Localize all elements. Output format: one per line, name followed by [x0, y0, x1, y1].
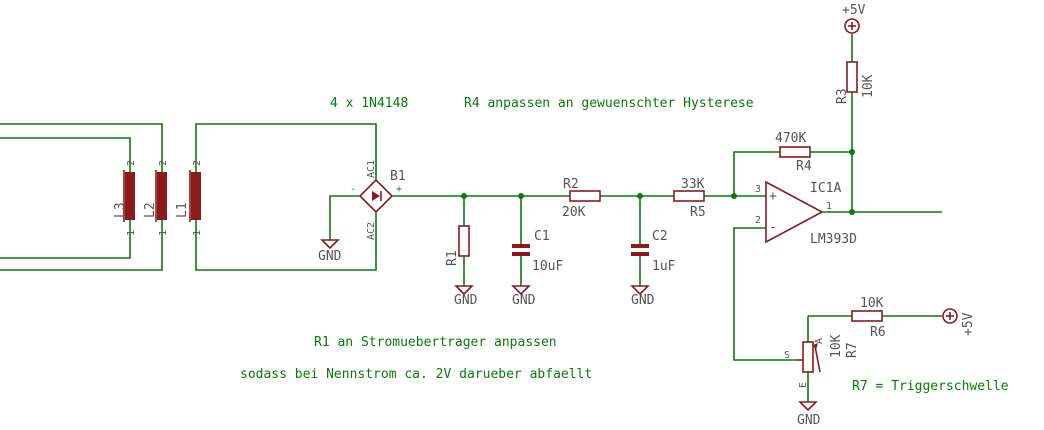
note-r1-line1: R1 an Stromuebertrager anpassen [314, 335, 557, 350]
minus-input-wire [733, 227, 796, 361]
inductor-l3: 2 1 L3 [113, 150, 137, 252]
gnd-symbol-r1: GND [454, 285, 478, 308]
inductor-l2: 2 1 L2 [143, 150, 169, 252]
r7-pin-s: S [784, 350, 790, 361]
r3-label: R3 [835, 88, 850, 104]
b1-ac1: AC1 [366, 160, 377, 178]
note-r4: R4 anpassen an gewuenschter Hysterese [464, 96, 754, 111]
l2-label: L2 [143, 202, 158, 218]
bridge-minus-wire [329, 195, 360, 240]
gnd-symbol-bridge: GND [318, 239, 342, 264]
r7-pin-a: A [814, 338, 825, 344]
l1-pin1: 1 [192, 230, 203, 236]
r6-value: 10K [860, 296, 884, 311]
vcc-label-top: +5V [842, 3, 866, 18]
comparator-ic1a: + - 3 2 1 IC1A LM393D [755, 180, 942, 247]
resistor-r6: 10K R6 [808, 296, 942, 340]
ic1a-label: IC1A [810, 181, 841, 196]
b1-ac2: AC2 [366, 222, 377, 240]
vcc-label-right: +5V [961, 312, 976, 336]
ic1a-pin3: 3 [755, 184, 761, 195]
note-diodes: 4 x 1N4148 [330, 96, 408, 111]
r5-label: R5 [690, 205, 706, 220]
gnd-label-bridge: GND [318, 249, 342, 264]
b1-minus: - [350, 184, 356, 195]
r4-label: R4 [796, 159, 812, 174]
r6-label: R6 [870, 325, 886, 340]
r7-pin-e: E [798, 382, 809, 388]
r4-value: 470K [775, 131, 806, 146]
l1-label: L1 [175, 202, 190, 218]
l1-pin2: 2 [192, 160, 203, 166]
c2-label: C2 [652, 229, 668, 244]
ic1a-pin1: 1 [826, 201, 832, 212]
note-r1-line2: sodass bei Nennstrom ca. 2V darueber abf… [240, 367, 592, 382]
capacitor-c2: C2 1uF [631, 196, 676, 286]
resistor-r2: R2 20K [562, 177, 601, 220]
ic1a-plus-sign: + [769, 189, 777, 204]
r1-label: R1 [445, 250, 460, 266]
r2-value: 20K [562, 205, 586, 220]
l3-label: L3 [113, 202, 128, 218]
r2-label: R2 [563, 177, 579, 192]
resistor-r3: R3 10K [835, 34, 876, 212]
gnd-label-c1: GND [512, 293, 536, 308]
gnd-symbol-c2: GND [630, 285, 655, 308]
b1-label: B1 [390, 169, 406, 184]
gnd-label-r7: GND [797, 413, 821, 428]
gnd-symbol-r7: GND [797, 401, 821, 428]
r3-value: 10K [861, 74, 876, 98]
c2-value: 1uF [652, 259, 676, 274]
ic1a-pin2: 2 [755, 215, 761, 226]
gnd-symbol-c1: GND [511, 285, 536, 308]
b1-plus: + [396, 184, 402, 195]
ic1a-minus-sign: - [769, 220, 777, 235]
r5-value: 33K [681, 177, 705, 192]
resistor-r5: 33K R5 [673, 177, 706, 220]
potentiometer-r7: A S E 10K R7 [784, 316, 860, 402]
gnd-label-c2: GND [631, 293, 655, 308]
vcc-symbol-top: +5V [842, 3, 866, 34]
r7-value: 10K [829, 334, 844, 358]
gnd-label-r1: GND [454, 293, 478, 308]
resistor-r4: 470K R4 [733, 131, 852, 196]
vcc-symbol-right: +5V [942, 308, 976, 336]
l2-pin2: 2 [158, 160, 169, 166]
r7-label: R7 [845, 342, 860, 358]
bridge-rectifier-b1: AC1 AC2 - + B1 [350, 160, 406, 240]
transformer-wiring [0, 123, 377, 271]
resistor-r1: R1 [445, 196, 470, 286]
c1-label: C1 [534, 229, 550, 244]
ic1a-part: LM393D [810, 232, 857, 247]
note-r7: R7 = Triggerschwelle [852, 379, 1009, 394]
l3-pin1: 1 [126, 230, 137, 236]
l2-pin1: 1 [158, 230, 169, 236]
c1-value: 10uF [532, 259, 563, 274]
l3-pin2: 2 [126, 160, 137, 166]
capacitor-c1: C1 10uF [512, 196, 563, 286]
inductor-l1: 2 1 L1 [175, 150, 203, 252]
